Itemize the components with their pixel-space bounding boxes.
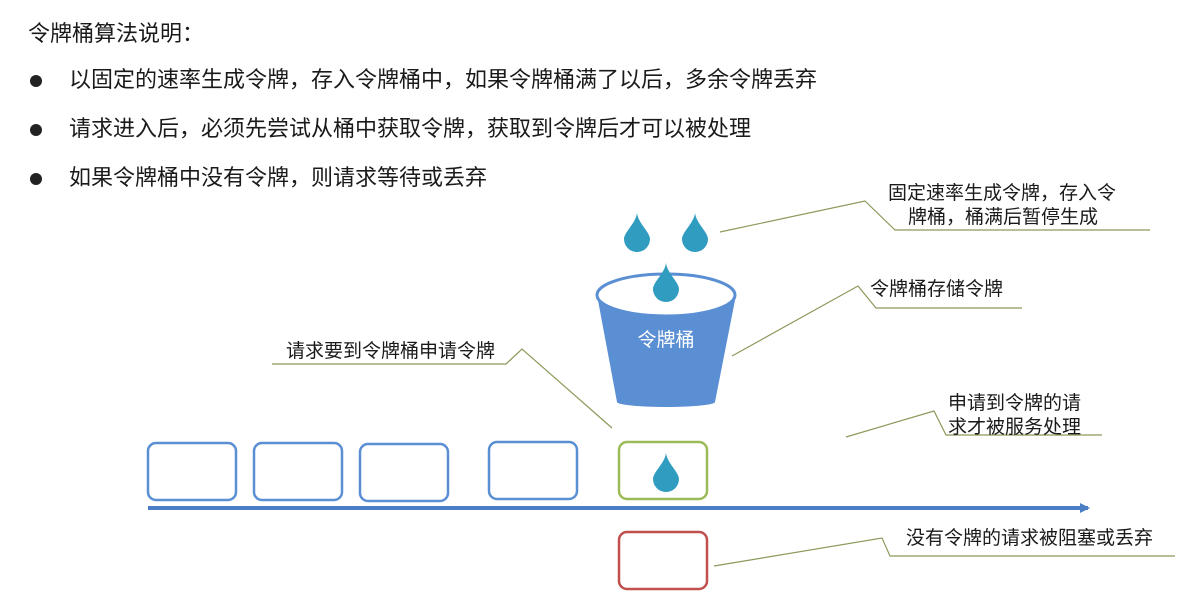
leader-line-generate bbox=[719, 200, 1150, 233]
bucket-label: 令牌桶 bbox=[637, 329, 694, 351]
annotation-served-line1: 申请到令牌的请 bbox=[948, 392, 1082, 414]
leader-line-blocked bbox=[713, 537, 1175, 567]
bullet-list: 以固定的速率生成令牌，存入令牌桶中，如果令牌桶满了以后，多余令牌丢弃 请求进入后… bbox=[28, 66, 817, 213]
token-drop-icon bbox=[682, 212, 708, 252]
annotation-blocked: 没有令牌的请求被阻塞或丢弃 bbox=[906, 527, 1154, 549]
bullet-text: 如果令牌桶中没有令牌，则请求等待或丢弃 bbox=[69, 166, 488, 191]
annotation-served-line2: 求才被服务处理 bbox=[948, 416, 1082, 438]
annotation-storage: 令牌桶存储令牌 bbox=[870, 278, 1004, 300]
blocked-request-box bbox=[617, 530, 709, 591]
bullet-dot bbox=[30, 124, 42, 136]
request-box bbox=[487, 440, 579, 501]
request-queue bbox=[146, 440, 709, 591]
bullet-text: 以固定的速率生成令牌，存入令牌桶中，如果令牌桶满了以后，多余令牌丢弃 bbox=[69, 68, 818, 93]
token-drop-icon bbox=[653, 262, 679, 302]
request-box bbox=[252, 441, 344, 502]
bullet-item: 如果令牌桶中没有令牌，则请求等待或丢弃 bbox=[28, 164, 817, 194]
annotation-generate-line2: 牌桶，桶满后暂停生成 bbox=[908, 206, 1099, 228]
request-box bbox=[358, 442, 450, 503]
request-box bbox=[146, 441, 238, 502]
annotation-request: 请求要到令牌桶申请令牌 bbox=[286, 340, 496, 362]
leader-lines bbox=[272, 200, 1175, 567]
served-request-box bbox=[617, 440, 709, 501]
bullet-dot bbox=[30, 75, 42, 87]
token-drop-icon bbox=[624, 212, 650, 252]
bullet-dot bbox=[30, 173, 42, 185]
page-title: 令牌桶算法说明： bbox=[28, 22, 205, 47]
leader-line-request bbox=[272, 348, 613, 429]
bullet-text: 请求进入后，必须先尝试从桶中获取令牌，获取到令牌后才可以被处理 bbox=[69, 117, 752, 142]
annotation-generate-line1: 固定速率生成令牌，存入令 bbox=[888, 182, 1117, 204]
leader-line-served bbox=[845, 410, 1102, 438]
bullet-item: 以固定的速率生成令牌，存入令牌桶中，如果令牌桶满了以后，多余令牌丢弃 bbox=[28, 66, 817, 96]
leader-line-storage bbox=[731, 285, 1022, 357]
token-drop-icon bbox=[653, 452, 679, 492]
bullet-item: 请求进入后，必须先尝试从桶中获取令牌，获取到令牌后才可以被处理 bbox=[28, 115, 817, 145]
